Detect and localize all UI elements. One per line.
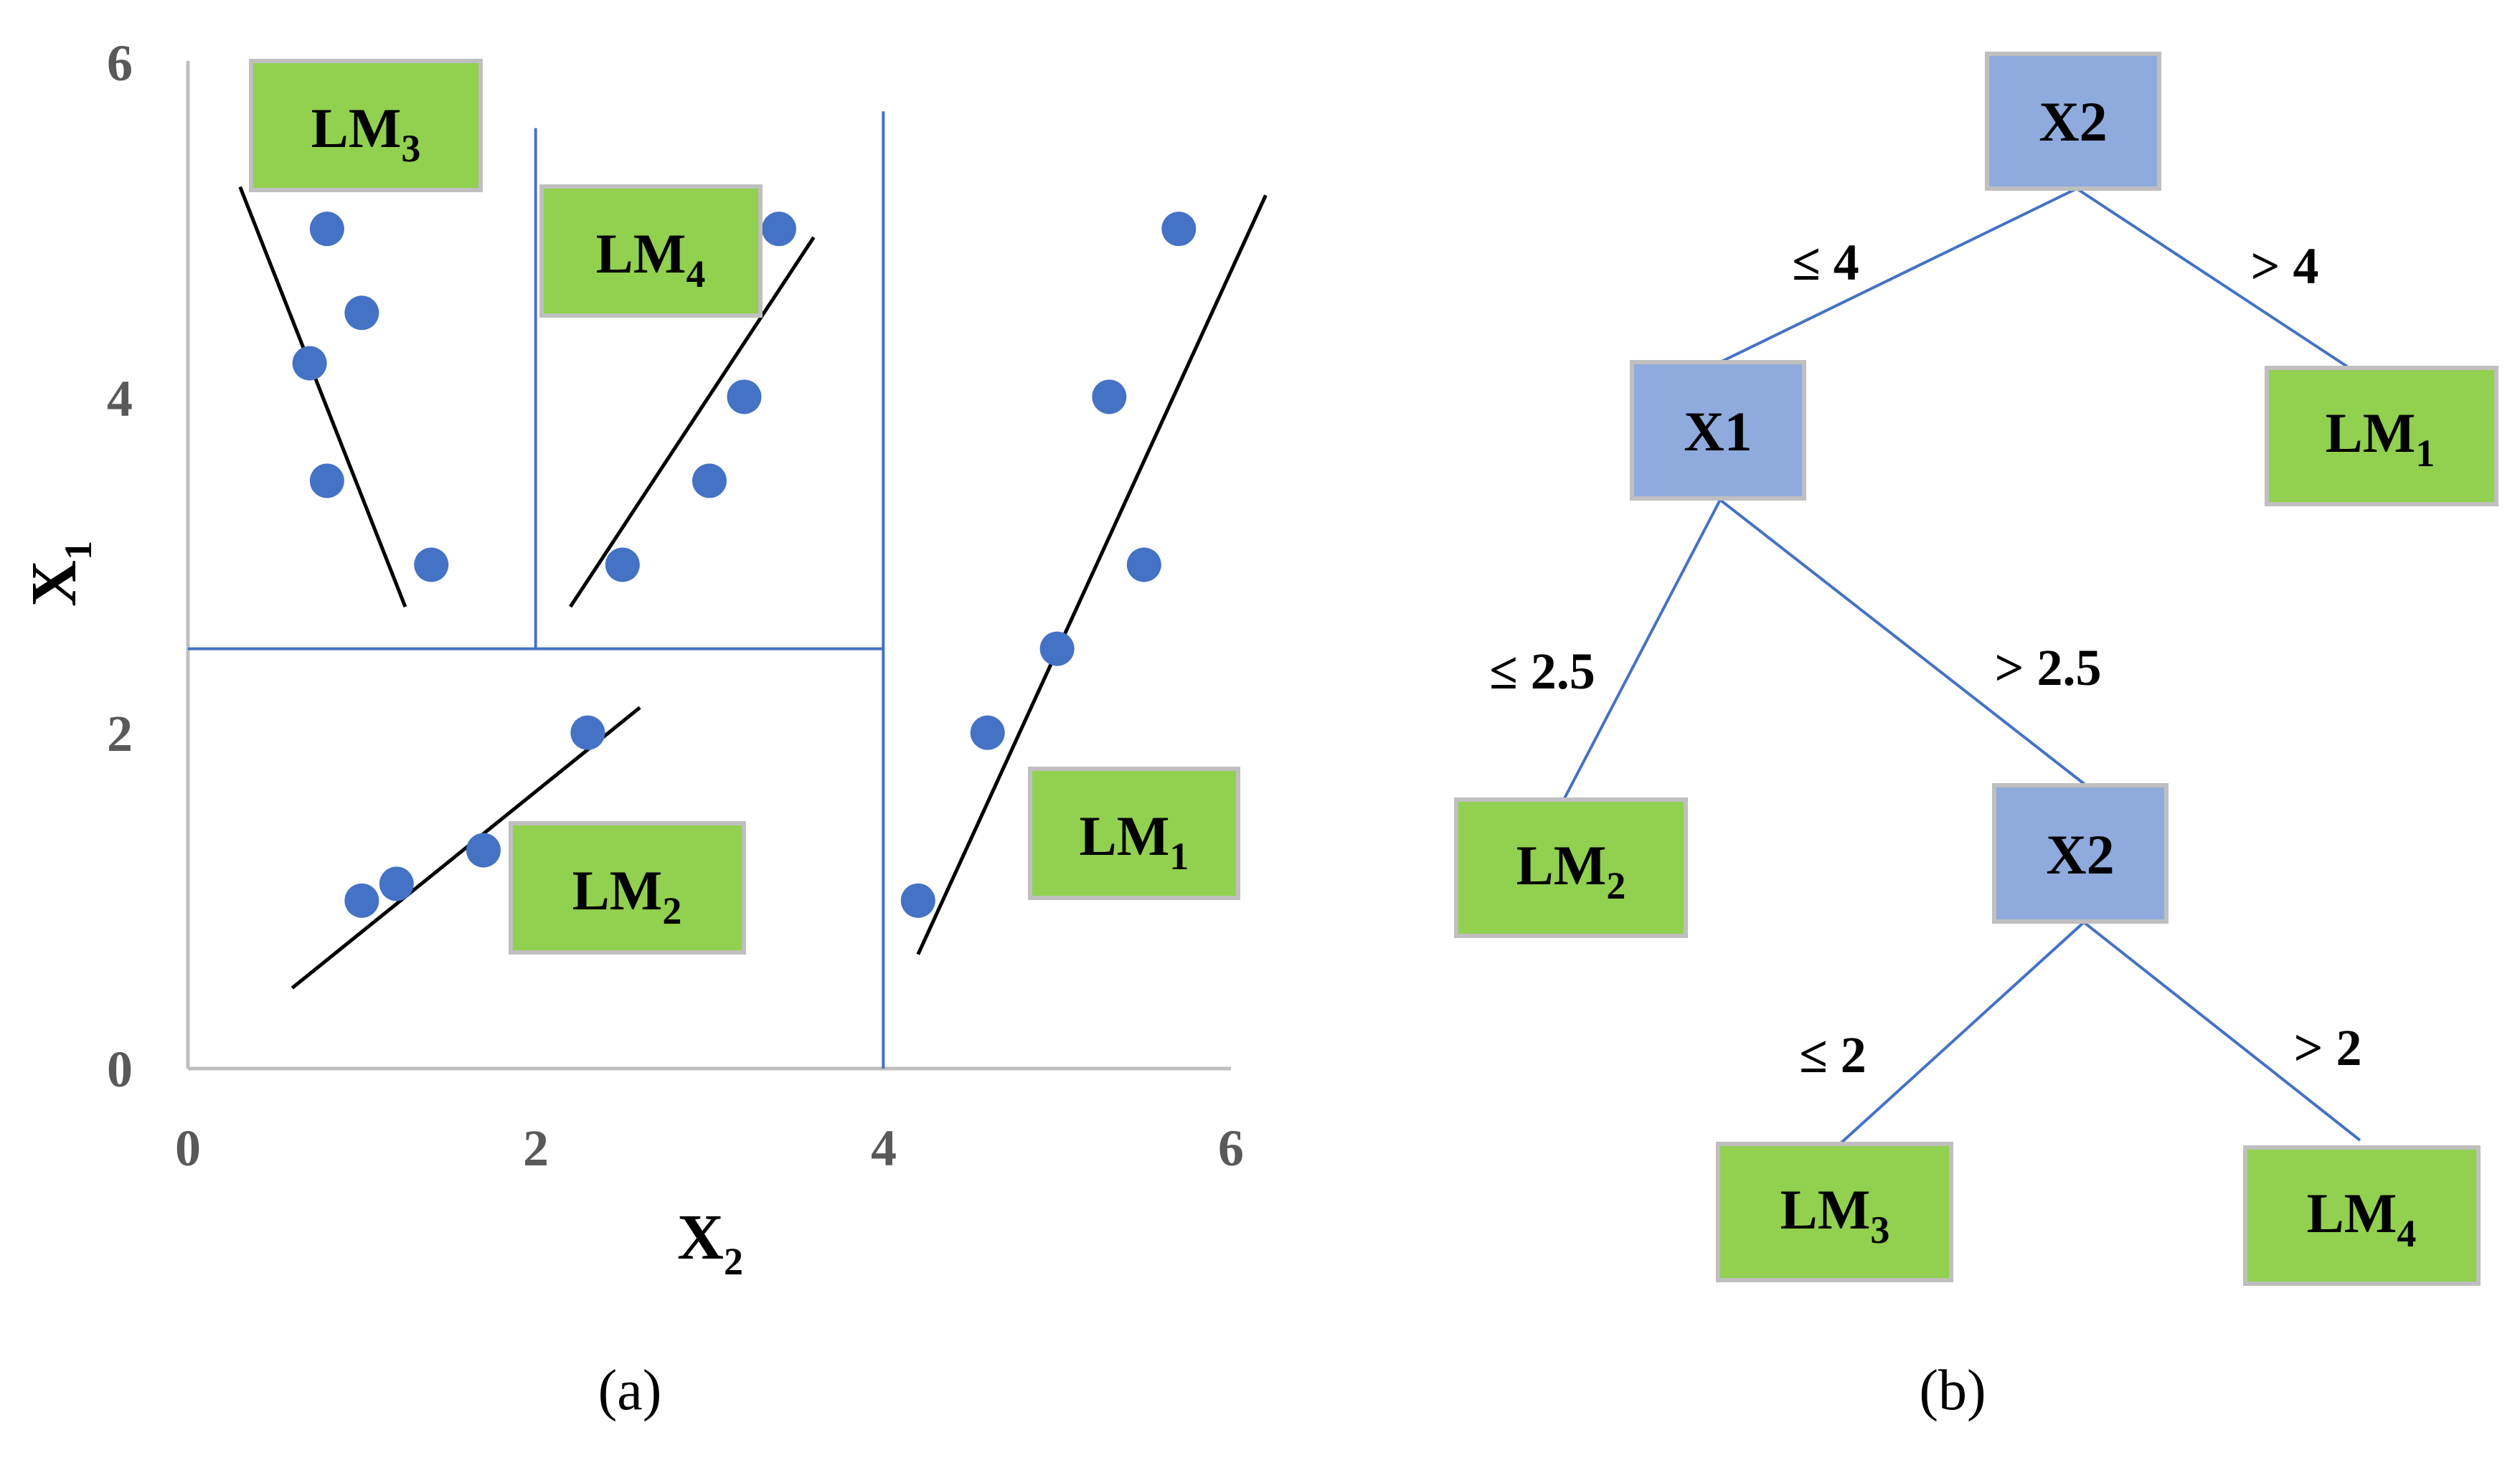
data-point — [309, 463, 344, 498]
y-tick-label: 4 — [107, 370, 133, 427]
regression-line — [916, 194, 1268, 955]
edge-left-right — [1719, 498, 2087, 787]
y-tick-label: 0 — [107, 1041, 133, 1098]
edge-label-lr-right: > 2 — [2293, 1019, 2361, 1076]
svg-text:LM1: LM1 — [1080, 805, 1189, 878]
x-axis-title: X2 — [677, 1202, 743, 1283]
y-tick-label: 2 — [107, 705, 133, 762]
data-point — [466, 833, 501, 868]
edge-root-left — [1719, 187, 2077, 364]
regression-line — [291, 706, 641, 990]
data-point — [1039, 631, 1075, 666]
edge-left-left — [1562, 499, 1722, 800]
data-point — [414, 547, 449, 582]
svg-text:LM2: LM2 — [1516, 834, 1626, 907]
data-point — [900, 883, 935, 918]
panel-a-scatter-plot: 0 2 4 6 0 2 4 6 X2 X1 LM3 LM4 LM2 LM1 — [19, 34, 1268, 1422]
regression-line — [569, 236, 816, 608]
data-points-group — [292, 212, 1197, 918]
svg-text:X2: X2 — [2046, 823, 2114, 886]
edge-label-left-left: ≤ 2.5 — [1489, 643, 1595, 700]
y-axis-title: X1 — [19, 541, 100, 607]
data-point — [1126, 547, 1161, 582]
edge-label-root-right: > 4 — [2250, 237, 2318, 295]
data-point — [761, 212, 796, 247]
x-tick-label: 0 — [175, 1119, 201, 1177]
data-point — [970, 715, 1005, 750]
svg-text:LM4: LM4 — [2307, 1182, 2417, 1255]
svg-text:LM4: LM4 — [596, 222, 706, 295]
region-label-lm2: LM2 — [509, 821, 746, 955]
data-point — [292, 346, 327, 381]
data-point — [309, 212, 344, 247]
edge-label-lr-left: ≤ 2 — [1799, 1026, 1867, 1084]
svg-text:LM1: LM1 — [2326, 402, 2435, 475]
x-tick-label: 2 — [523, 1119, 549, 1177]
region-label-lm3: LM3 — [249, 59, 483, 192]
fit-lines-group — [238, 186, 1268, 990]
tree-leaf-lm1: LM1 — [2265, 366, 2498, 506]
tree-node-x2-inner: X2 — [1992, 783, 2169, 924]
split-lines-group — [188, 111, 885, 1069]
svg-text:LM2: LM2 — [572, 859, 682, 932]
data-point — [1161, 212, 1197, 247]
svg-text:LM3: LM3 — [311, 97, 421, 170]
edge-lr-left — [1839, 921, 2085, 1145]
data-point — [344, 883, 379, 918]
data-point — [344, 295, 379, 331]
panel-b-decision-tree: ≤ 4 > 4 ≤ 2.5 > 2.5 ≤ 2 > 2 X2 X1 X2 LM1… — [1454, 52, 2498, 1422]
region-label-lm1: LM1 — [1028, 767, 1240, 900]
edge-label-left-right: > 2.5 — [1994, 639, 2101, 696]
regression-line — [238, 186, 407, 607]
data-point — [692, 463, 727, 498]
svg-text:X2: X2 — [2039, 90, 2107, 153]
data-point — [1092, 379, 1127, 415]
data-point — [727, 379, 762, 415]
x-tick-label: 6 — [1218, 1119, 1244, 1177]
svg-text:LM3: LM3 — [1780, 1178, 1890, 1251]
data-point — [605, 547, 640, 582]
panel-a-label: (a) — [598, 1359, 662, 1422]
tree-node-root-x2: X2 — [1985, 52, 2161, 191]
data-point — [379, 866, 414, 901]
tree-leaf-lm4: LM4 — [2243, 1145, 2481, 1286]
panel-b-label: (b) — [1919, 1359, 1986, 1422]
edge-lr-right — [2082, 921, 2361, 1142]
tree-leaf-lm3: LM3 — [1716, 1142, 1953, 1282]
edge-root-right — [2075, 187, 2351, 369]
edge-label-root-left: ≤ 4 — [1792, 234, 1859, 291]
y-tick-label: 6 — [107, 34, 133, 92]
x-tick-label: 4 — [871, 1119, 897, 1177]
data-point — [570, 715, 605, 750]
tree-node-x1: X1 — [1630, 360, 1806, 501]
svg-text:X1: X1 — [1684, 400, 1752, 463]
tree-leaf-lm2: LM2 — [1454, 797, 1688, 938]
region-label-lm4: LM4 — [539, 184, 763, 318]
